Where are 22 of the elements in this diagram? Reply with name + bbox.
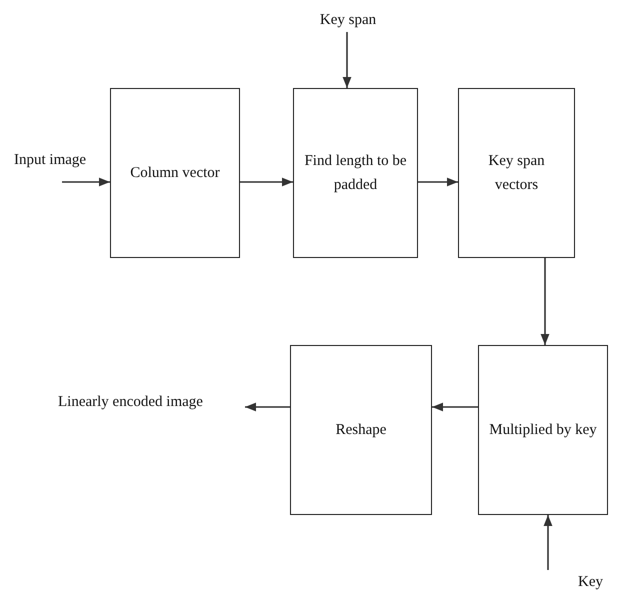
arrow (432, 402, 478, 412)
process-box (290, 345, 432, 515)
process-box (110, 88, 240, 258)
box-label: Key span vectors (487, 152, 546, 195)
box-label: Multiplied by key (488, 421, 598, 440)
arrow (61, 178, 110, 186)
arrow (342, 32, 352, 88)
arrow (544, 515, 552, 570)
box-label: Reshape (334, 421, 388, 440)
box-label: Column vector (129, 164, 221, 183)
input-output-label: Input image (14, 151, 86, 170)
process-box (458, 88, 575, 258)
input-output-label: Key span (320, 11, 376, 30)
arrow (540, 258, 550, 345)
box-label: Find length to be padded (303, 152, 408, 195)
input-output-label: Linearly encoded image (58, 393, 203, 412)
arrow (245, 402, 290, 412)
input-output-label: Key (578, 573, 603, 592)
arrow (240, 178, 293, 186)
arrow (418, 178, 458, 186)
process-box (293, 88, 418, 258)
process-box (478, 345, 608, 515)
